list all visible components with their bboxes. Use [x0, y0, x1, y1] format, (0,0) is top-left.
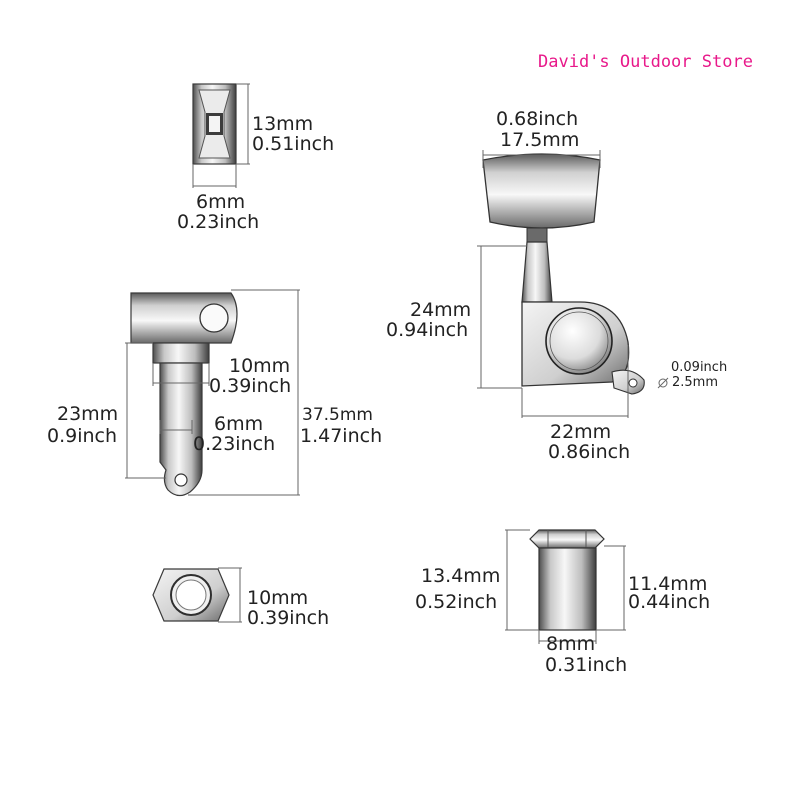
- bushing-side-width-mm: 6mm: [196, 191, 246, 213]
- tuner-height-inch: 0.94inch: [386, 319, 469, 341]
- post-total-mm: 37.5mm: [302, 405, 373, 425]
- post-len-inch: 0.9inch: [47, 425, 118, 447]
- tuner-width-inch: 0.86inch: [548, 441, 631, 463]
- nut-top-dim-lines: [218, 567, 242, 623]
- bushing-total-mm: 13.4mm: [421, 565, 501, 587]
- bushing-front-dim-lines: [505, 529, 626, 644]
- tuner-width-mm: 22mm: [550, 421, 612, 443]
- bushing-side-dim-lines: [192, 83, 250, 188]
- post-side-part: [130, 292, 238, 497]
- bushing-front-part: [529, 529, 605, 631]
- nut-size-mm: 10mm: [247, 587, 309, 609]
- button-width-mm: 17.5mm: [500, 129, 580, 151]
- bushing-side-height-inch: 0.51inch: [252, 133, 335, 155]
- nut-size-inch: 0.39inch: [247, 607, 330, 629]
- bushing-body-mm: 11.4mm: [628, 573, 708, 595]
- bushing-side-part: [192, 83, 237, 165]
- bushing-dia-mm: 8mm: [546, 633, 596, 655]
- button-width-inch: 0.68inch: [496, 108, 579, 130]
- bushing-dia-inch: 0.31inch: [545, 654, 628, 676]
- post-side-dim-lines: [125, 289, 300, 496]
- tuner-front-part: [482, 153, 645, 395]
- post-dia-mm: 10mm: [229, 355, 291, 377]
- tuner-front-dim-lines: [477, 150, 669, 418]
- bushing-side-height-mm: 13mm: [252, 113, 314, 135]
- hole-dia-inch: 0.09inch: [671, 360, 728, 375]
- post-len-mm: 23mm: [57, 403, 119, 425]
- post-total-inch: 1.47inch: [300, 425, 383, 447]
- nut-top-part: [152, 568, 230, 622]
- shaft-dia-inch: 0.23inch: [193, 433, 276, 455]
- hole-dia-mm: 2.5mm: [672, 375, 719, 390]
- tuner-height-mm: 24mm: [410, 299, 472, 321]
- store-watermark: David's Outdoor Store: [538, 52, 753, 72]
- bushing-body-inch: 0.44inch: [628, 591, 711, 613]
- bushing-total-inch: 0.52inch: [415, 591, 498, 613]
- post-dia-inch: 0.39inch: [209, 375, 292, 397]
- bushing-side-width-inch: 0.23inch: [177, 211, 260, 233]
- shaft-dia-mm: 6mm: [214, 413, 264, 435]
